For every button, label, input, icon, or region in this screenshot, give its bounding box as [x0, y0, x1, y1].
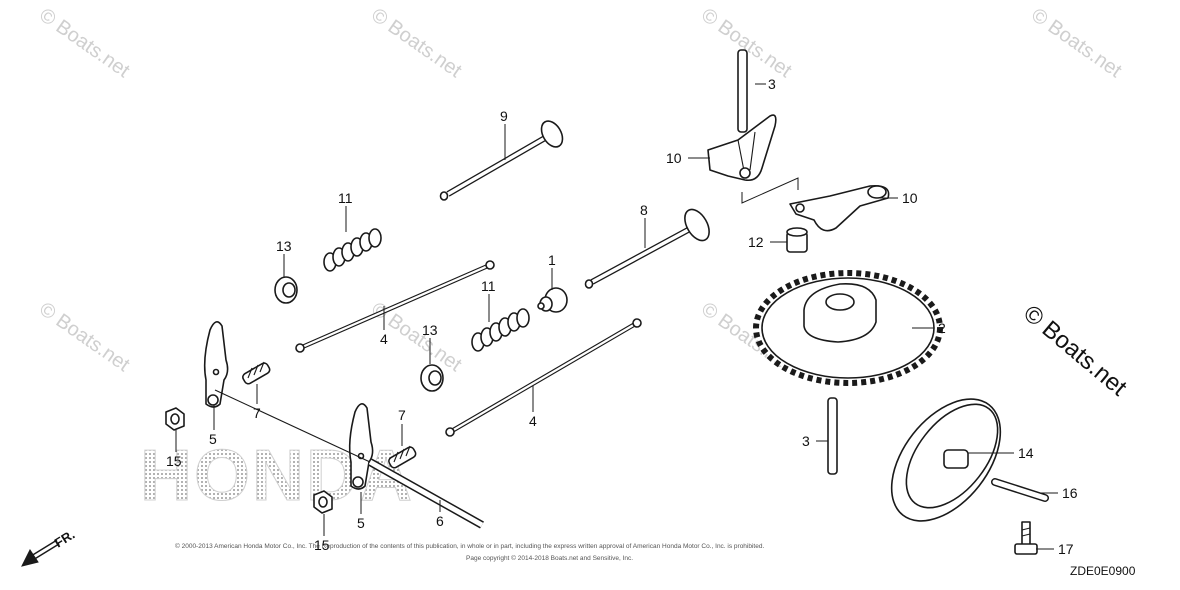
retainer-part-13-upper — [274, 276, 298, 304]
watermark: © Boats.net — [367, 4, 466, 82]
boats-net-logo: © Boats.net — [1018, 300, 1132, 402]
cam-follower-part-10-lower — [789, 184, 890, 232]
adjust-screw-part-7-left — [242, 361, 271, 385]
callout-15: 15 — [166, 453, 182, 469]
watermark: © Boats.net — [1027, 4, 1126, 82]
callout-12: 12 — [748, 234, 764, 250]
callout-5: 5 — [357, 515, 365, 531]
watermark: © Boats.net — [35, 4, 134, 82]
nut-part-15-right — [313, 490, 333, 514]
copyright-text: Page copyright © 2014-2018 Boats.net and… — [466, 554, 633, 562]
valve-spring-part-11-lower — [471, 308, 530, 352]
callout-7: 7 — [398, 407, 406, 423]
rocker-shaft-part-6 — [214, 389, 484, 529]
pin-part-16 — [991, 478, 1049, 502]
callout-3: 3 — [802, 433, 810, 449]
callout-4: 4 — [529, 413, 537, 429]
rocker-arm-part-5-left — [203, 321, 229, 408]
pushrod-part-4-upper — [295, 260, 495, 353]
callout-5: 5 — [209, 431, 217, 447]
connector-bracket — [741, 177, 799, 204]
valve-spring-part-11-upper — [323, 228, 382, 272]
callout-14: 14 — [1018, 445, 1034, 461]
watermarks: © Boats.net © Boats.net © Boats.net © Bo… — [35, 4, 1132, 402]
watermark: © Boats.net — [35, 298, 134, 376]
nut-part-15-left — [165, 407, 185, 431]
bolt-part-17 — [1014, 521, 1038, 555]
valve-part-8 — [584, 208, 710, 289]
callout-8: 8 — [640, 202, 648, 218]
retainer-part-13-lower — [420, 364, 444, 392]
callout-11: 11 — [481, 278, 496, 294]
callout-4: 4 — [380, 331, 388, 347]
callout-6: 6 — [436, 513, 444, 529]
pin-part-3-lower — [827, 397, 838, 475]
callout-11: 11 — [338, 190, 353, 206]
callout-9: 9 — [500, 108, 508, 124]
callout-labels: 9 11 13 8 1 11 13 4 4 3 10 10 12 2 3 14 … — [166, 76, 1078, 557]
rocker-arm-part-5-right — [348, 403, 374, 490]
camshaft-gear-part-2 — [753, 270, 943, 386]
bushing-part-12 — [786, 227, 808, 253]
callout-3: 3 — [768, 76, 776, 92]
callout-17: 17 — [1058, 541, 1074, 557]
callout-2: 2 — [938, 320, 946, 336]
valve-part-9 — [439, 120, 564, 201]
callout-10: 10 — [666, 150, 682, 166]
cover-disc-part-14 — [890, 398, 1002, 522]
callout-7: 7 — [253, 405, 261, 421]
adjust-screw-part-7-right — [388, 445, 417, 469]
pushrod-part-4-lower — [445, 318, 642, 437]
front-direction-indicator: FR. — [21, 527, 77, 567]
cam-follower-part-10-upper — [707, 114, 777, 182]
copyright-text: © 2000-2013 American Honda Motor Co., In… — [175, 542, 764, 550]
arrow-icon — [21, 539, 60, 567]
callout-10: 10 — [902, 190, 918, 206]
stem-seal-part-1 — [537, 287, 568, 313]
callout-16: 16 — [1062, 485, 1078, 501]
callout-13: 13 — [276, 238, 292, 254]
callout-15: 15 — [314, 537, 330, 553]
pin-part-3-upper — [737, 49, 748, 133]
leader-lines — [175, 83, 1058, 550]
callout-1: 1 — [548, 252, 556, 268]
diagram-code: ZDE0E0900 — [1070, 564, 1136, 578]
callout-13: 13 — [422, 322, 438, 338]
